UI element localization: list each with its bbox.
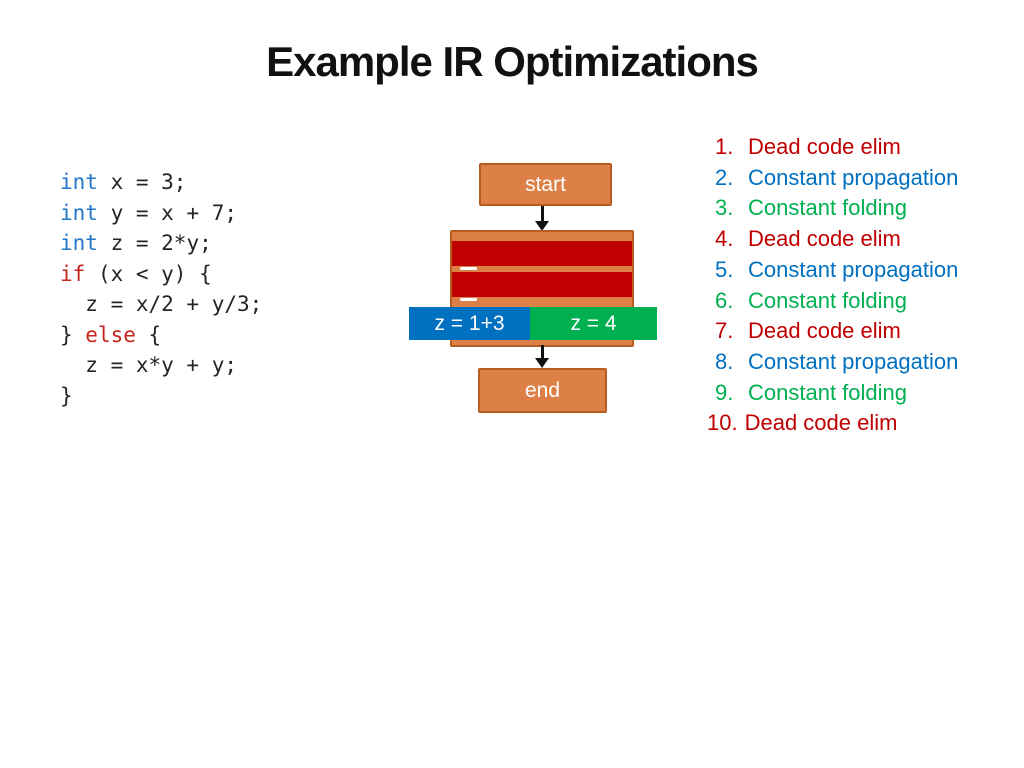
right-branch-label: z = 4 — [570, 311, 617, 335]
optimization-item: 7. Dead code elim — [707, 316, 958, 347]
optimization-number: 8. — [715, 348, 734, 374]
code-block: int x = 3; int y = x + 7; int z = 2*y; if (… — [60, 167, 262, 411]
left-branch-label: z = 1+3 — [434, 311, 505, 335]
optimization-item: 3. Constant folding — [707, 193, 958, 224]
optimization-label: Constant folding — [748, 195, 907, 221]
code-line: z = x/2 + y/3; — [60, 292, 263, 316]
end-label: end — [524, 378, 561, 402]
optimization-label: Constant propagation — [748, 164, 959, 190]
code-line: int y = x + 7; — [60, 200, 238, 225]
code-line: if (x < y) { — [60, 261, 212, 286]
optimization-number: 7. — [715, 318, 734, 344]
redacted-line-1 — [451, 240, 632, 266]
start-label: start — [525, 172, 566, 196]
optimization-item: 1. Dead code elim — [707, 132, 958, 163]
optimization-number: 5. — [715, 256, 734, 282]
flow-node-end: end — [478, 368, 607, 413]
optimization-item: 4. Dead code elim — [707, 224, 958, 255]
optimization-number: 10. — [707, 410, 738, 436]
optimization-number: 6. — [715, 287, 734, 313]
optimization-item: 8. Constant propagation — [707, 347, 958, 378]
optimization-item: 10.Dead code elim — [707, 408, 958, 439]
code-line: int z = 2*y; — [60, 231, 212, 255]
optimization-list: 1. Dead code elim 2. Constant propagation 3.… — [707, 132, 958, 439]
optimization-label: Constant propagation — [748, 256, 959, 282]
optimization-number: 1. — [715, 134, 734, 159]
optimization-label: Dead code elim — [748, 318, 901, 344]
flow-node-right-branch: z = 4 — [530, 307, 657, 340]
optimization-number: 3. — [715, 195, 734, 221]
optimization-item: 9. Constant folding — [707, 378, 958, 409]
arrow-start-to-block-head — [535, 221, 549, 231]
flow-node-start: start — [479, 163, 612, 206]
optimization-number: 4. — [715, 226, 734, 252]
arrow-start-to-block-shaft — [541, 206, 544, 222]
redacted-dash-2 — [460, 297, 477, 301]
optimization-label: Dead code elim — [744, 410, 898, 436]
optimization-number: 2. — [715, 164, 734, 190]
optimization-label: Constant folding — [748, 287, 907, 313]
optimization-item: 6. Constant folding — [707, 286, 958, 317]
optimization-label: Dead code elim — [748, 226, 901, 252]
optimization-item: 5. Constant propagation — [707, 255, 958, 286]
flow-node-left-branch: z = 1+3 — [409, 307, 530, 340]
code-line: int x = 3; — [60, 170, 187, 194]
optimization-label: Constant folding — [748, 379, 907, 405]
arrow-block-to-end-head — [535, 358, 549, 368]
optimization-label: Constant propagation — [748, 348, 959, 374]
slide-title: Example IR Optimizations — [266, 38, 759, 85]
optimization-number: 9. — [715, 379, 734, 405]
arrow-block-to-end-shaft — [541, 345, 544, 359]
redacted-line-2 — [451, 271, 632, 297]
code-line: } else { — [60, 322, 162, 347]
code-line: z = x*y + y; — [60, 353, 238, 377]
code-line: } — [60, 383, 73, 408]
optimization-label: Dead code elim — [748, 134, 901, 159]
optimization-item: 2. Constant propagation — [707, 163, 958, 194]
redacted-dash-1 — [460, 266, 477, 270]
